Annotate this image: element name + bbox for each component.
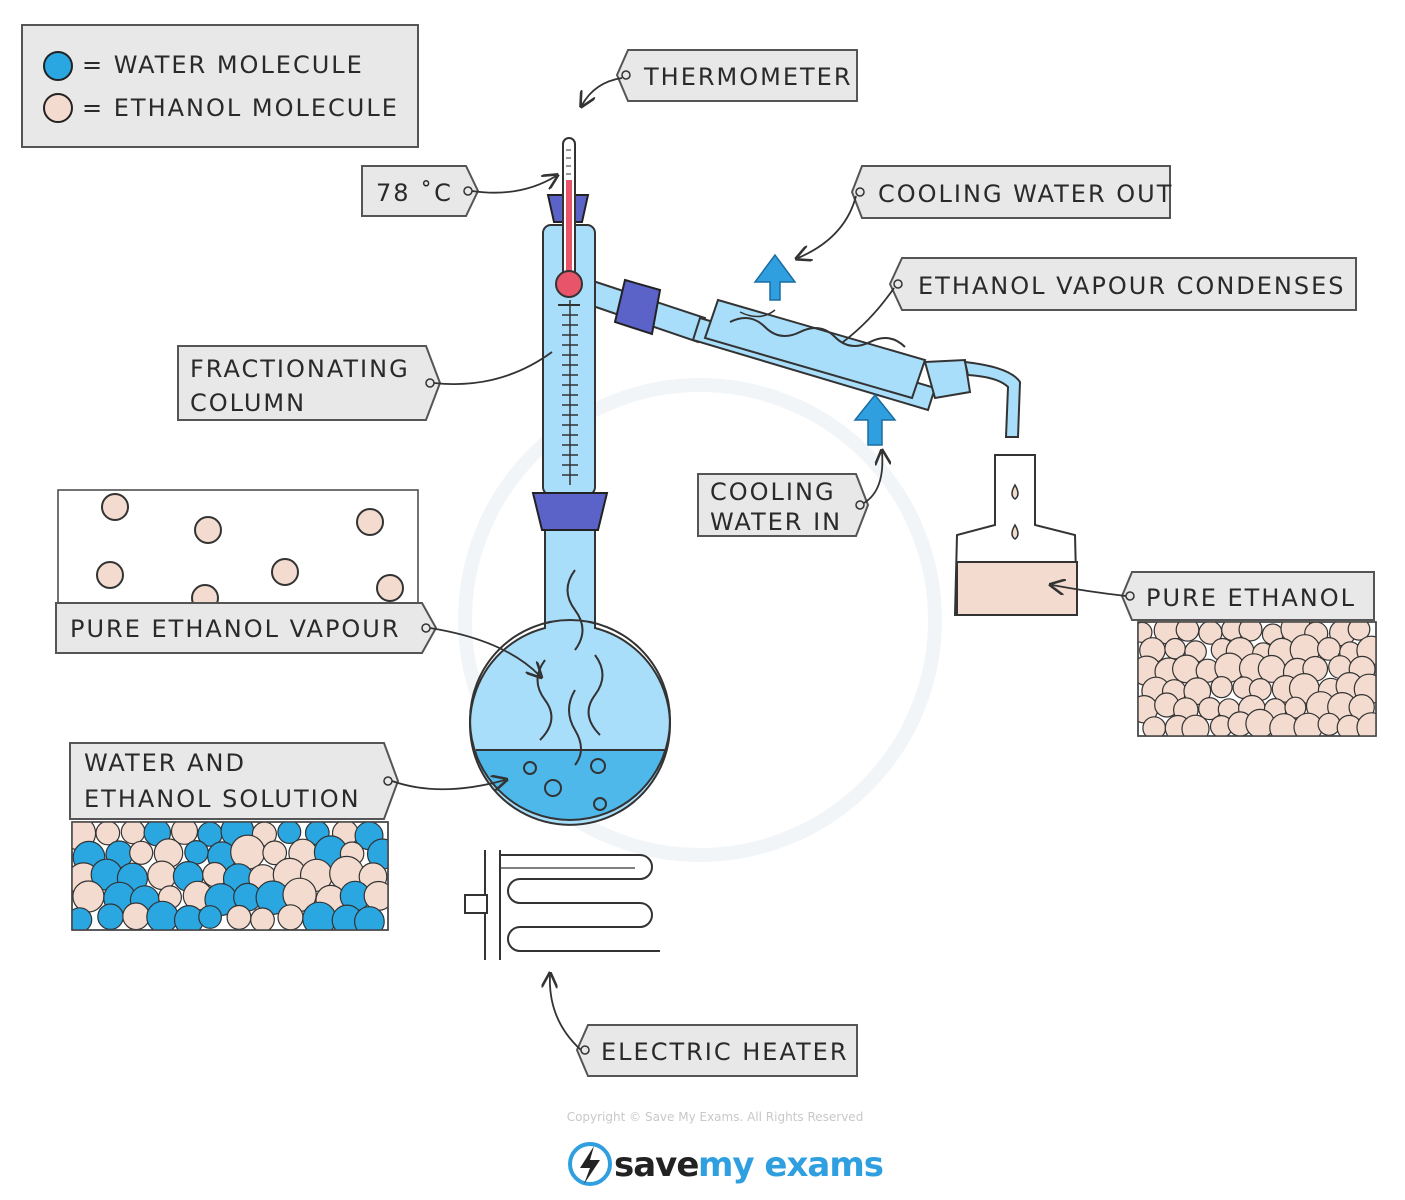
label-temperature: 78 ˚C (361, 165, 556, 217)
label-ethanol-vapour-condenses: ETHANOL VAPOUR CONDENSES (842, 257, 1357, 343)
particle (262, 840, 288, 866)
svg-text:PURE ETHANOL: PURE ETHANOL (1146, 584, 1356, 612)
label-pure-ethanol-vapour: PURE ETHANOL VAPOUR (55, 602, 540, 676)
legend-ethanol: = ETHANOL MOLECULE (82, 94, 399, 122)
particle (170, 822, 199, 845)
svg-text:WATER AND: WATER AND (84, 749, 246, 777)
label-fractionating-column: FRACTIONATING COLUMN (177, 345, 553, 421)
label-thermometer: THERMOMETER (582, 49, 858, 105)
copyright-notice: Copyright © Save My Exams. All Rights Re… (567, 1110, 864, 1124)
particle (72, 880, 105, 913)
particle (120, 822, 146, 845)
particle (129, 840, 154, 865)
particle (95, 822, 121, 846)
vapour-panel (57, 489, 419, 612)
particle (72, 907, 93, 930)
svg-text:78 ˚C: 78 ˚C (376, 179, 453, 207)
particle (184, 839, 209, 865)
ethanol-molecule-icon (43, 93, 73, 123)
particle (277, 904, 304, 930)
solution-panel (71, 821, 389, 931)
particle (202, 861, 228, 888)
lightning-icon (568, 1142, 612, 1186)
particle (97, 903, 124, 930)
particle (250, 907, 275, 930)
svg-text:ELECTRIC HEATER: ELECTRIC HEATER (601, 1038, 849, 1066)
watermark-circle (458, 378, 942, 862)
brand-myexams: my exams (698, 1145, 883, 1185)
particle (1238, 622, 1263, 642)
thermometer (555, 137, 583, 298)
svg-text:ETHANOL VAPOUR CONDENSES: ETHANOL VAPOUR CONDENSES (918, 272, 1346, 300)
particle (146, 900, 179, 930)
svg-text:COLUMN: COLUMN (190, 389, 306, 417)
svg-text:COOLING: COOLING (710, 478, 836, 506)
electric-heater (464, 850, 660, 960)
flask-bung (531, 492, 609, 531)
water-molecule-icon (43, 51, 73, 81)
svg-text:ETHANOL SOLUTION: ETHANOL SOLUTION (84, 785, 361, 813)
particle (1210, 675, 1233, 699)
label-electric-heater: ELECTRIC HEATER (550, 975, 858, 1077)
svg-text:THERMOMETER: THERMOMETER (643, 63, 853, 91)
svg-text:COOLING WATER OUT: COOLING WATER OUT (878, 180, 1173, 208)
water-out-arrow (753, 253, 797, 301)
particle (1317, 712, 1341, 736)
label-water-ethanol-solution: WATER AND ETHANOL SOLUTION (69, 742, 505, 820)
legend: = WATER MOLECULE = ETHANOL MOLECULE (21, 24, 419, 148)
svg-text:FRACTIONATING: FRACTIONATING (190, 355, 410, 383)
legend-water: = WATER MOLECULE (82, 51, 364, 79)
svg-text:PURE ETHANOL VAPOUR: PURE ETHANOL VAPOUR (70, 615, 401, 643)
condenser (589, 253, 1022, 446)
particle (1356, 712, 1376, 736)
particle (147, 860, 177, 891)
label-cooling-water-out: COOLING WATER OUT (798, 165, 1173, 258)
water-in-arrow (853, 393, 897, 446)
particle (226, 904, 252, 930)
brand-logo: save my exams (568, 1142, 884, 1186)
pure-ethanol-panel (1137, 621, 1377, 737)
condenser-bung (613, 278, 662, 336)
particle (354, 906, 385, 930)
brand-save: save (614, 1145, 698, 1185)
particle (1181, 714, 1210, 736)
apparatus (464, 137, 1079, 960)
particle (1284, 696, 1307, 719)
particle (198, 905, 223, 929)
receiving-beaker (953, 454, 1079, 616)
label-pure-ethanol: PURE ETHANOL (1052, 571, 1375, 621)
particle (1347, 622, 1371, 641)
label-cooling-water-in: COOLING WATER IN (697, 452, 882, 537)
particle (122, 902, 150, 930)
particle (277, 822, 302, 844)
svg-text:WATER IN: WATER IN (710, 508, 842, 536)
